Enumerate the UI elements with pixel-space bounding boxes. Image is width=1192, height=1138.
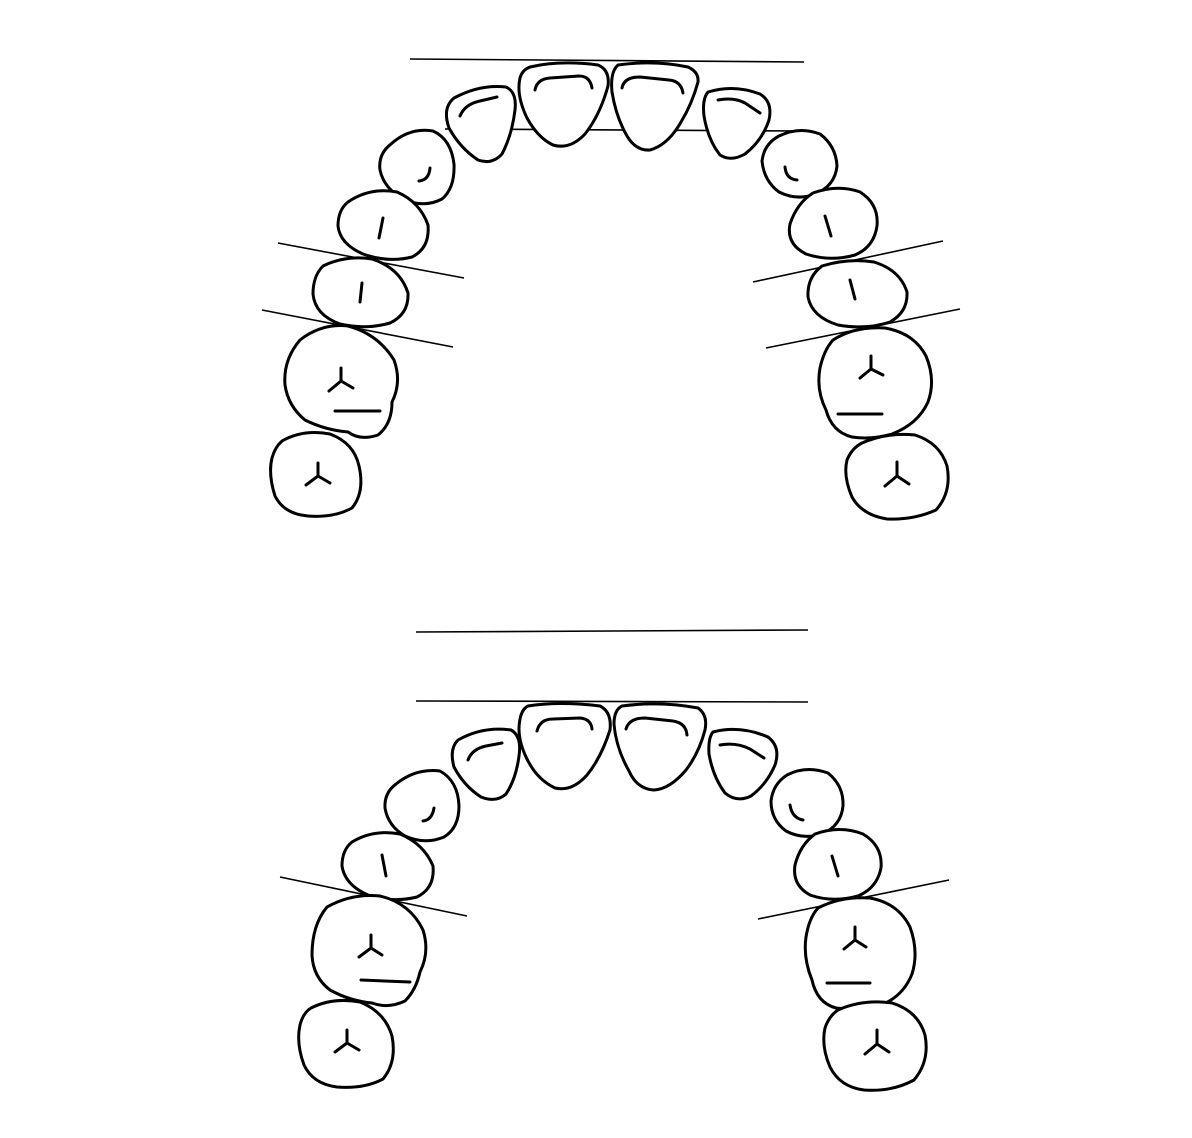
lower-central-incisor-left xyxy=(517,702,612,791)
lower-canine-right xyxy=(769,768,845,838)
lower-premolar-right xyxy=(793,828,883,901)
lower-premolar-left xyxy=(340,831,435,902)
lower-first-molar-right xyxy=(803,896,917,1011)
upper-central-incisor-left xyxy=(517,61,610,148)
lower-reference-line-2 xyxy=(415,700,809,703)
lower-lateral-incisor-right xyxy=(707,727,779,801)
upper-reference-line-1 xyxy=(409,58,805,63)
upper-second-premolar-right xyxy=(806,259,909,329)
lower-second-molar-left xyxy=(297,999,395,1089)
upper-first-molar-right xyxy=(817,326,933,440)
lower-reference-line-1 xyxy=(415,629,809,633)
lower-second-molar-right xyxy=(822,1000,928,1092)
lower-first-molar-left xyxy=(310,894,428,1008)
upper-lateral-incisor-right xyxy=(702,87,772,160)
upper-first-premolar-right xyxy=(787,186,879,260)
upper-central-incisor-right xyxy=(610,61,700,152)
upper-second-molar-left xyxy=(269,431,363,518)
lower-arch-panel xyxy=(279,629,950,1092)
upper-first-molar-left xyxy=(283,324,399,439)
upper-arch-panel xyxy=(261,58,961,521)
lower-canine-left xyxy=(383,769,461,843)
upper-second-premolar-left xyxy=(311,256,410,329)
upper-first-premolar-left xyxy=(336,189,430,261)
upper-lateral-incisor-left xyxy=(444,85,517,163)
upper-canine-left xyxy=(378,128,456,206)
lower-central-incisor-right xyxy=(612,702,708,792)
upper-canine-right xyxy=(760,129,839,199)
upper-second-molar-right xyxy=(844,432,950,521)
lower-lateral-incisor-left xyxy=(450,727,522,801)
